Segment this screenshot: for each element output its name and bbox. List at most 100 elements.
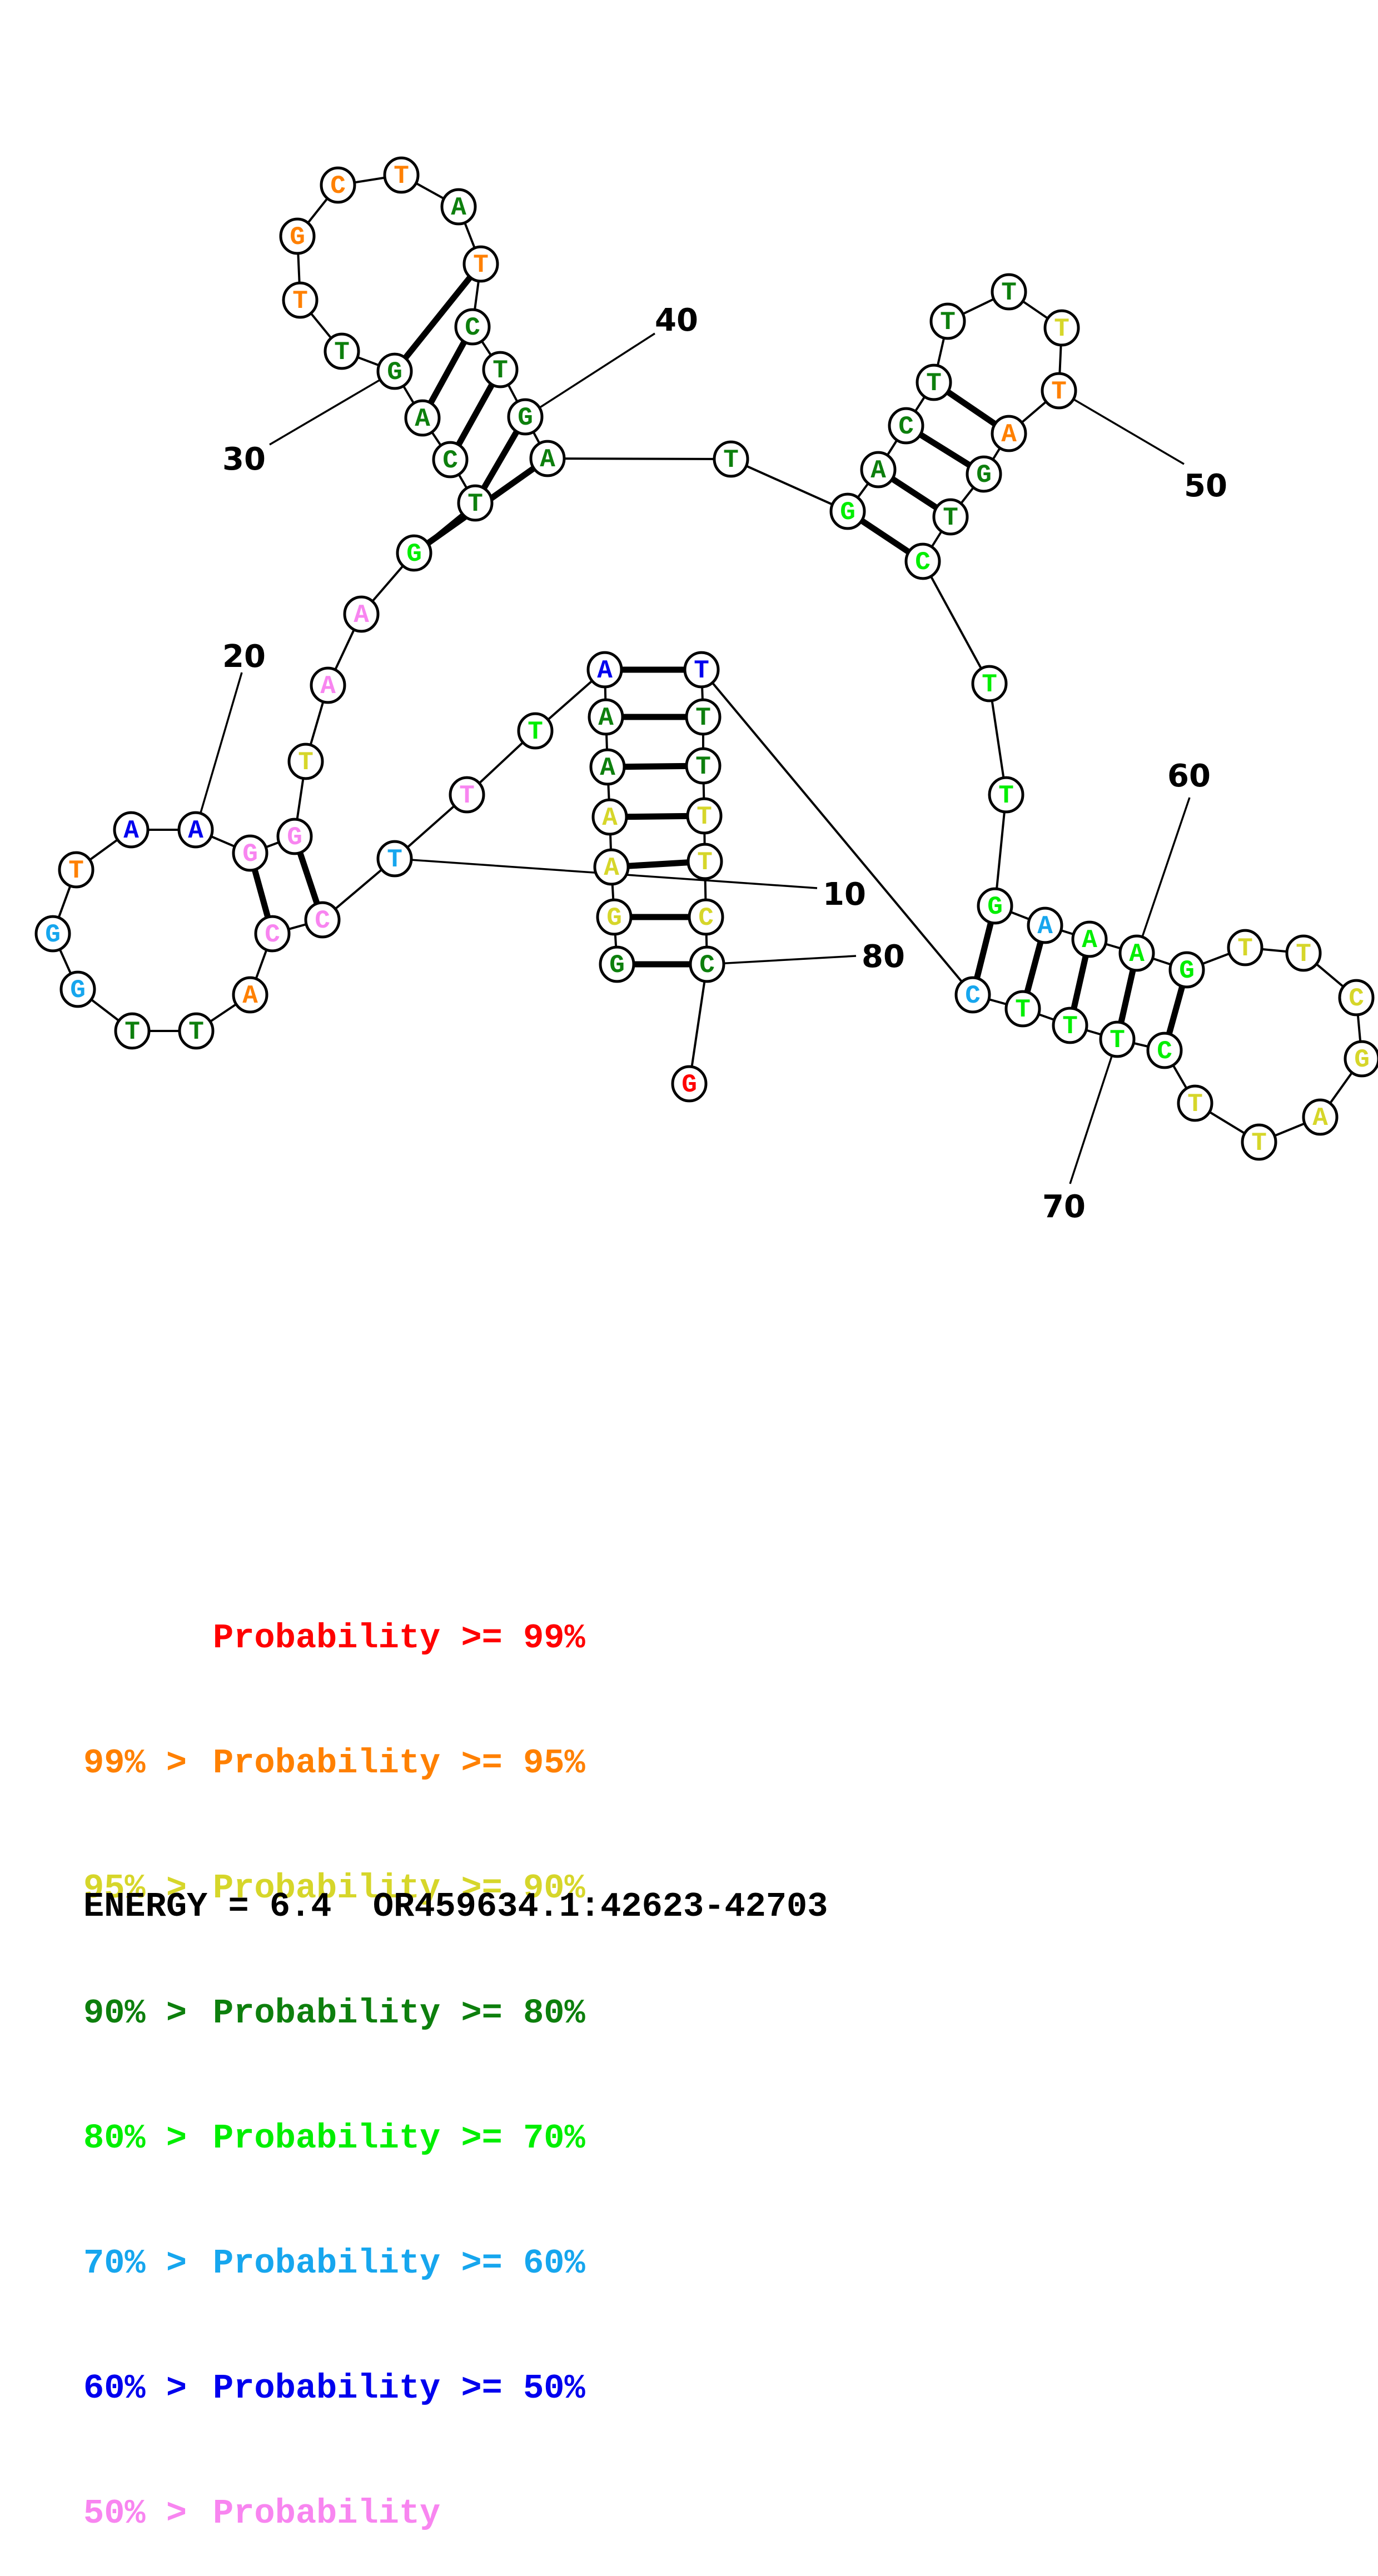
- nucleotide: T: [376, 840, 413, 878]
- legend-text: Probability >= 50%: [213, 2369, 585, 2408]
- nucleotide-circle: [396, 534, 432, 572]
- base-pair-bond: [1118, 969, 1136, 1024]
- nucleotide: C: [904, 542, 941, 580]
- nucleotide-letter: A: [451, 193, 466, 222]
- nucleotide: T: [685, 747, 722, 785]
- nucleotide-letter: T: [292, 287, 308, 316]
- position-label: 10: [823, 876, 866, 913]
- nucleotide-letter: T: [926, 369, 942, 398]
- legend-prefix: 80% >: [83, 2119, 187, 2158]
- nucleotide-letter: T: [998, 781, 1014, 810]
- nucleotide-circle: [904, 542, 941, 580]
- legend-text: Probability >= 99%: [213, 1618, 585, 1658]
- nucleotide-circle: [686, 797, 723, 835]
- nucleotide-letter: A: [597, 656, 613, 685]
- nucleotide-circle: [454, 308, 491, 346]
- nucleotide-circle: [685, 698, 722, 736]
- nucleotide-letter: T: [982, 670, 997, 699]
- nucleotide-letter: G: [387, 358, 402, 387]
- nucleotide: C: [304, 901, 341, 939]
- nucleotide-letter: C: [1157, 1037, 1172, 1066]
- nucleotide: G: [966, 455, 1002, 493]
- nucleotide-letter: A: [354, 601, 369, 630]
- nucleotide-letter: A: [1001, 420, 1017, 449]
- legend-text: Probability >= 95%: [213, 1743, 585, 1783]
- nucleotide-circle: [966, 455, 1002, 493]
- base-pair-bond: [891, 476, 938, 511]
- nucleotide-circle: [177, 811, 214, 849]
- nucleotide-circle: [404, 399, 441, 437]
- nucleotide: A: [404, 399, 441, 437]
- nucleotide-circle: [113, 811, 150, 849]
- nucleotide-letter: A: [598, 704, 614, 733]
- nucleotide-circle: [1118, 934, 1155, 972]
- base-pair-bond: [918, 432, 972, 468]
- nucleotide: C: [1146, 1032, 1183, 1069]
- nucleotide-letter: T: [125, 1018, 140, 1047]
- nucleotide: A: [591, 798, 628, 836]
- backbone-segment: [700, 669, 974, 996]
- nucleotide-letter: T: [1237, 934, 1253, 963]
- nucleotide-circle: [588, 698, 624, 736]
- nucleotide: A: [1071, 920, 1108, 958]
- nucleotide: A: [343, 595, 380, 633]
- nucleotide-circle: [462, 245, 499, 283]
- nucleotide-circle: [279, 217, 316, 255]
- nucleotide: C: [689, 945, 725, 983]
- nucleotide: A: [310, 666, 346, 704]
- position-tick-line: [1058, 390, 1185, 465]
- nucleotide-circle: [929, 302, 966, 340]
- nucleotide-letter: T: [723, 446, 739, 475]
- nucleotide-letter: C: [699, 951, 715, 980]
- legend-prefix: 70% >: [83, 2244, 187, 2283]
- nucleotide-letter: G: [242, 840, 258, 869]
- legend-text: Probability >= 70%: [213, 2119, 585, 2158]
- nucleotide-circle: [440, 188, 477, 226]
- nucleotide-letter: G: [45, 920, 61, 949]
- base-pair-bond: [628, 859, 689, 869]
- nucleotide-circle: [34, 915, 71, 953]
- nucleotide: C: [320, 166, 356, 204]
- nucleotide: T: [1052, 1007, 1088, 1044]
- nucleotide: C: [954, 976, 991, 1014]
- nucleotide-letter: A: [320, 672, 336, 701]
- nucleotide-letter: A: [1312, 1104, 1328, 1133]
- nucleotide: A: [593, 848, 630, 886]
- position-label: 30: [222, 441, 266, 477]
- nucleotide-circle: [685, 747, 722, 785]
- nucleotide-letter: T: [695, 704, 711, 733]
- nucleotide: C: [1338, 979, 1375, 1017]
- legend-row: 95% >Probability >= 90%: [83, 1867, 585, 1909]
- nucleotide: G: [376, 352, 413, 390]
- nucleotide-circle: [829, 492, 866, 530]
- nucleotide-letter: C: [465, 313, 480, 342]
- nucleotide-letter: G: [606, 904, 622, 933]
- nucleotide-letter: A: [602, 804, 618, 833]
- base-pair-bond: [946, 389, 997, 427]
- nucleotide: G: [671, 1065, 708, 1103]
- nucleotide-circle: [1099, 1020, 1136, 1058]
- nucleotide-circle: [1052, 1007, 1088, 1044]
- legend-row: 90% >Probability >= 80%: [83, 1992, 585, 2034]
- nucleotide-letter: T: [943, 504, 958, 532]
- backbone-segment: [988, 683, 1007, 795]
- nucleotide-letter: A: [1129, 940, 1145, 969]
- nucleotide: G: [599, 945, 635, 983]
- nucleotide-letter: G: [518, 403, 533, 432]
- nucleotide: T: [114, 1012, 151, 1050]
- nucleotide-letter: C: [698, 904, 714, 933]
- nucleotide-letter: A: [540, 445, 555, 474]
- nucleotide-circle: [376, 840, 413, 878]
- nucleotide-letter: A: [415, 405, 430, 434]
- nucleotide-circle: [1241, 1123, 1277, 1161]
- nucleotide: G: [276, 818, 313, 855]
- nucleotide: T: [1177, 1084, 1213, 1122]
- nucleotide-circle: [988, 776, 1024, 814]
- nucleotide-letter: C: [330, 172, 346, 201]
- nucleotide: C: [454, 308, 491, 346]
- nucleotide: C: [254, 915, 291, 953]
- nucleotide: T: [686, 843, 723, 880]
- nucleotide-circle: [432, 441, 469, 479]
- nucleotide: T: [383, 156, 420, 194]
